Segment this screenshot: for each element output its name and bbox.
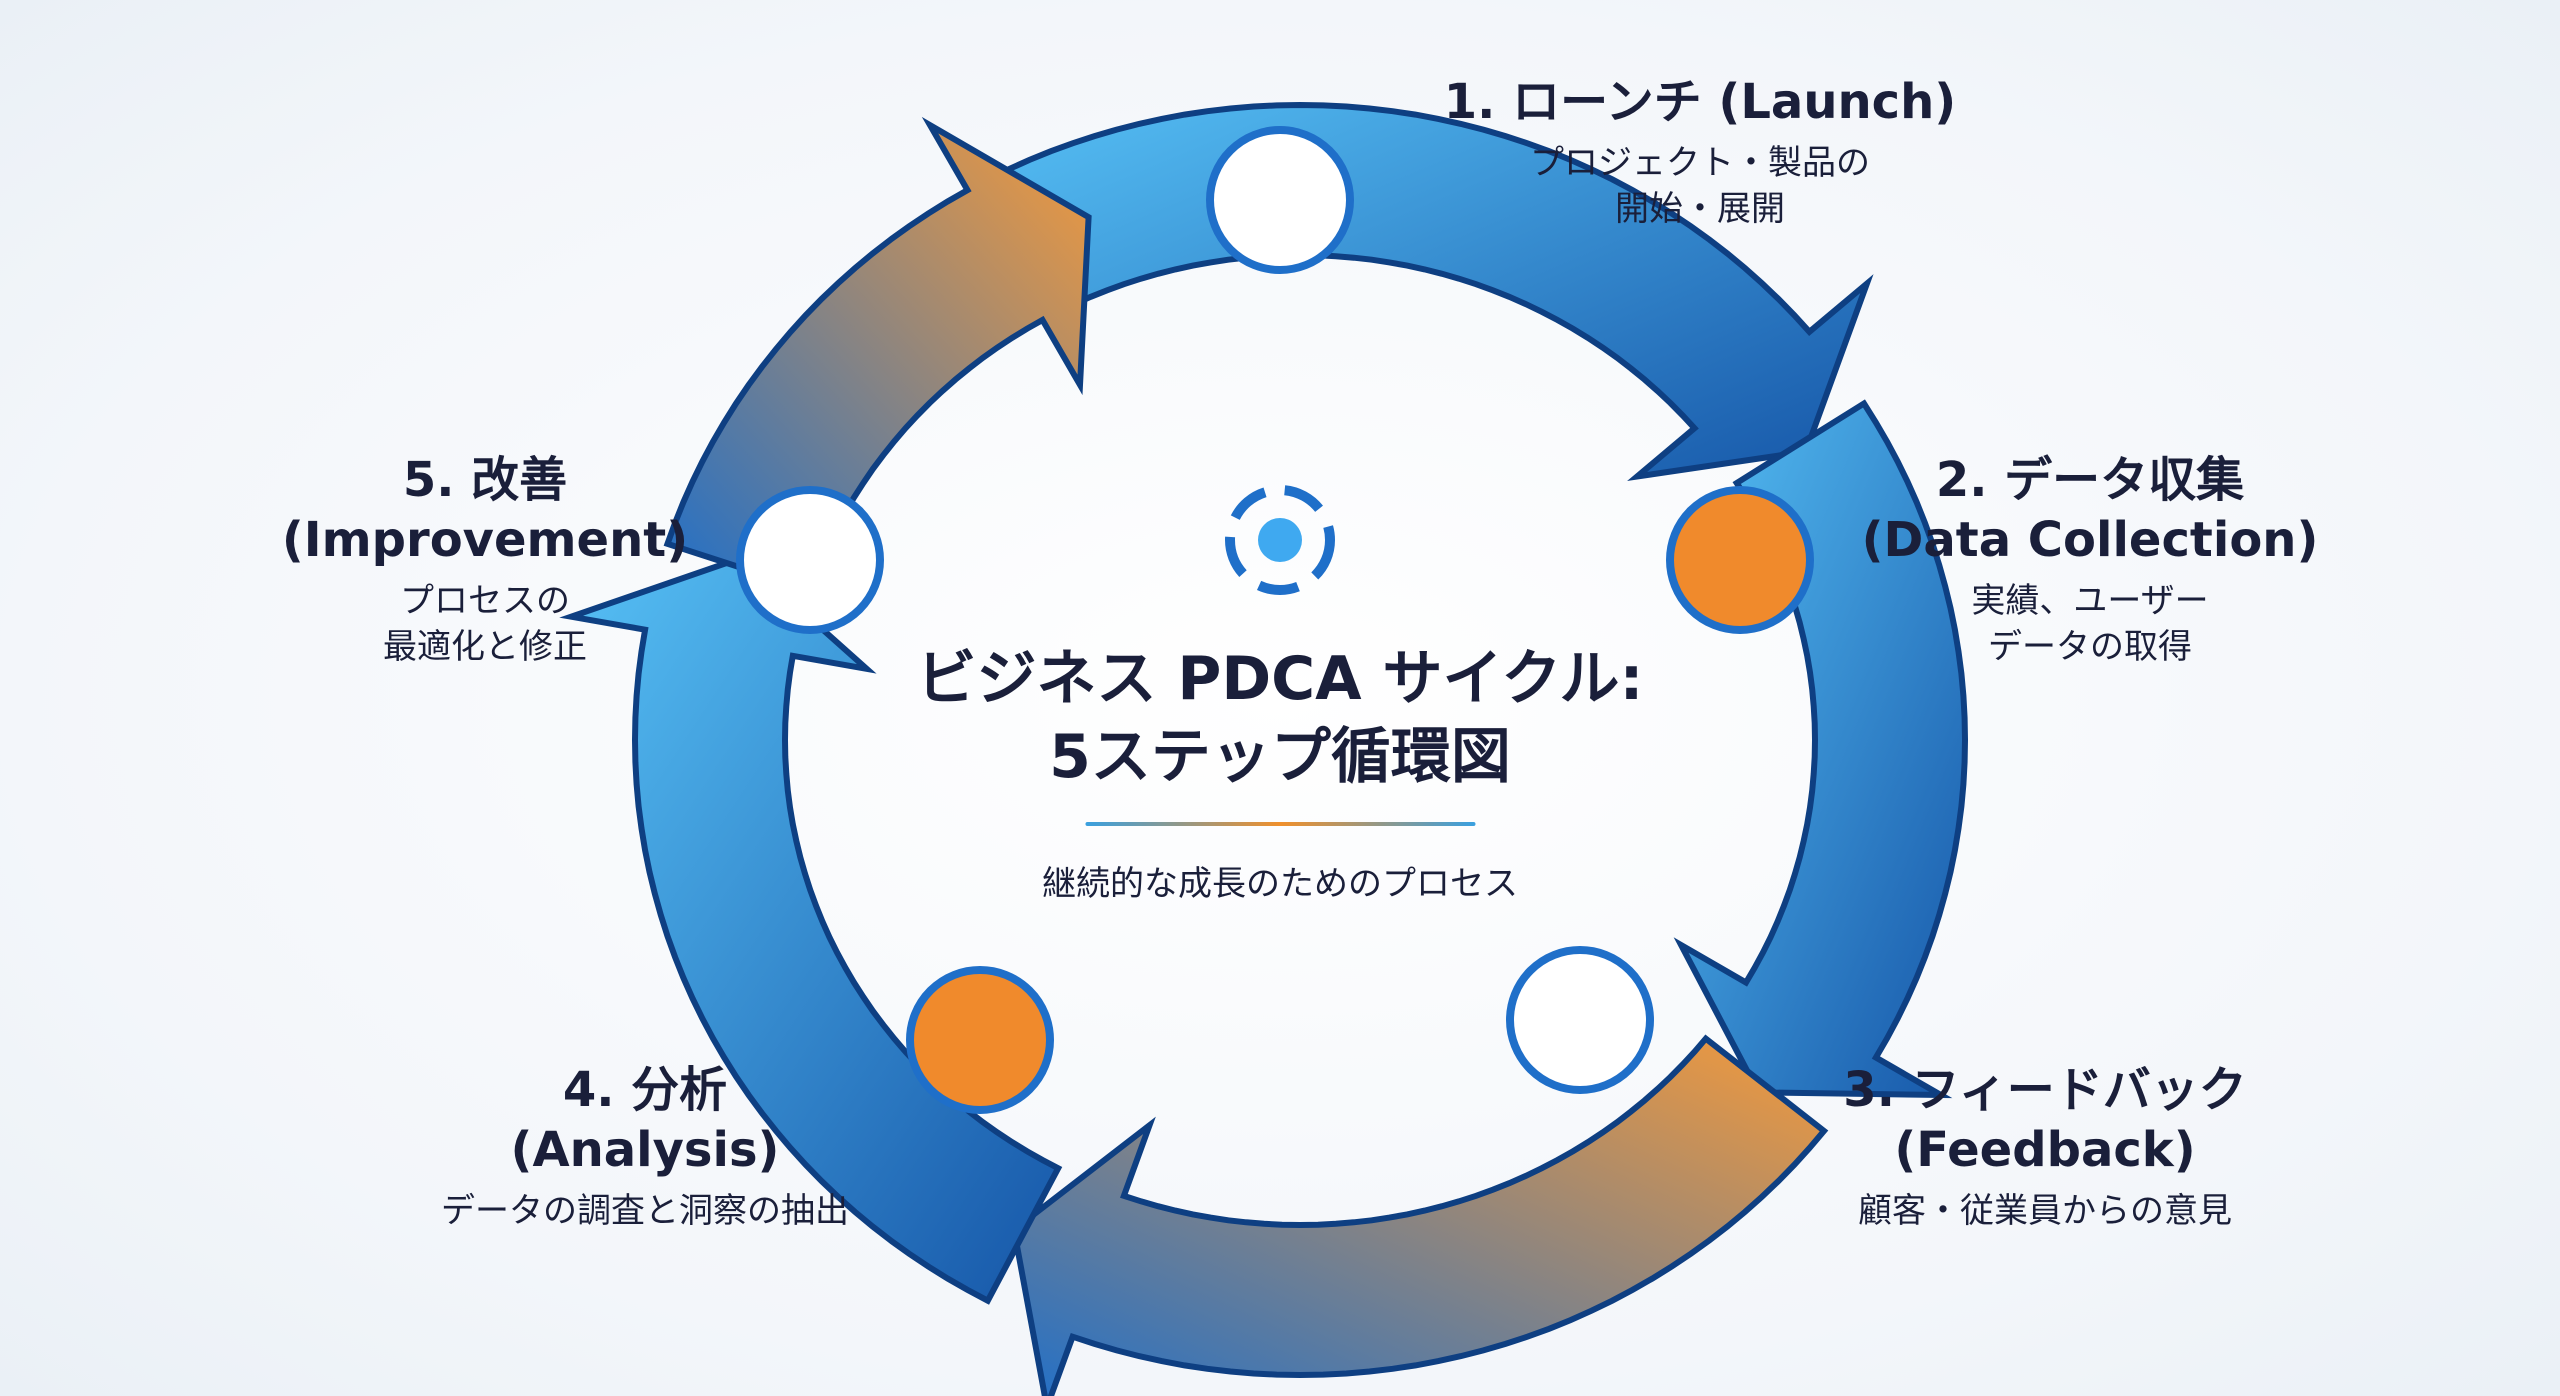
step-title: 5. 改善 bbox=[402, 452, 568, 508]
step-subtitle: (Feedback) bbox=[1894, 1122, 2196, 1178]
step-title: 1. ローンチ (Launch) bbox=[1443, 74, 1957, 130]
cycle-gear-icon bbox=[1225, 485, 1335, 595]
rocket-icon bbox=[1206, 126, 1354, 274]
megaphone-icon bbox=[1506, 946, 1654, 1094]
lightbulb-icon bbox=[736, 486, 884, 634]
arrow-feedback-icon bbox=[1010, 1034, 1829, 1396]
subtitle: 継続的な成長のためのプロセス bbox=[1042, 864, 1518, 904]
arrow-data-collection-icon bbox=[1673, 399, 1969, 1099]
step-subtitle: (Analysis) bbox=[510, 1122, 780, 1178]
step-subtitle: (Improvement) bbox=[281, 512, 689, 568]
step-title: 4. 分析 bbox=[562, 1062, 728, 1118]
magnifier-icon bbox=[906, 966, 1054, 1114]
title-line1: ビジネス PDCA サイクル: bbox=[916, 644, 1644, 714]
arrow-improvement-icon bbox=[663, 116, 1092, 594]
title-line2: 5ステップ循環図 bbox=[1049, 722, 1511, 792]
step-desc: 実績、ユーザーデータの取得 bbox=[1971, 581, 2209, 667]
step-feedback: 3. フィードバック (Feedback) 顧客・従業員からの意見 bbox=[1843, 1060, 2246, 1234]
step-data-collection: 2. データ収集 (Data Collection) 実績、ユーザーデータの取得 bbox=[1862, 450, 2319, 670]
server-icon bbox=[1666, 486, 1814, 634]
step-title: 2. データ収集 bbox=[1935, 452, 2245, 508]
step-desc: 顧客・従業員からの意見 bbox=[1857, 1191, 2232, 1231]
step-launch: 1. ローンチ (Launch) プロジェクト・製品の開始・展開 bbox=[1444, 72, 1956, 232]
step-analysis: 4. 分析 (Analysis) データの調査と洞察の抽出 bbox=[441, 1060, 849, 1234]
title-divider bbox=[1085, 822, 1475, 826]
center-title-block: ビジネス PDCA サイクル: 5ステップ循環図 継続的な成長のためのプロセス bbox=[916, 640, 1643, 905]
step-subtitle: (Data Collection) bbox=[1861, 512, 2319, 568]
step-desc: データの調査と洞察の抽出 bbox=[441, 1191, 849, 1231]
step-desc: プロジェクト・製品の開始・展開 bbox=[1529, 143, 1870, 229]
step-improvement: 5. 改善 (Improvement) プロセスの最適化と修正 bbox=[282, 450, 688, 670]
step-title: 3. フィードバック bbox=[1843, 1062, 2247, 1118]
center-gear-icon bbox=[1258, 518, 1302, 562]
step-desc: プロセスの最適化と修正 bbox=[382, 581, 587, 667]
